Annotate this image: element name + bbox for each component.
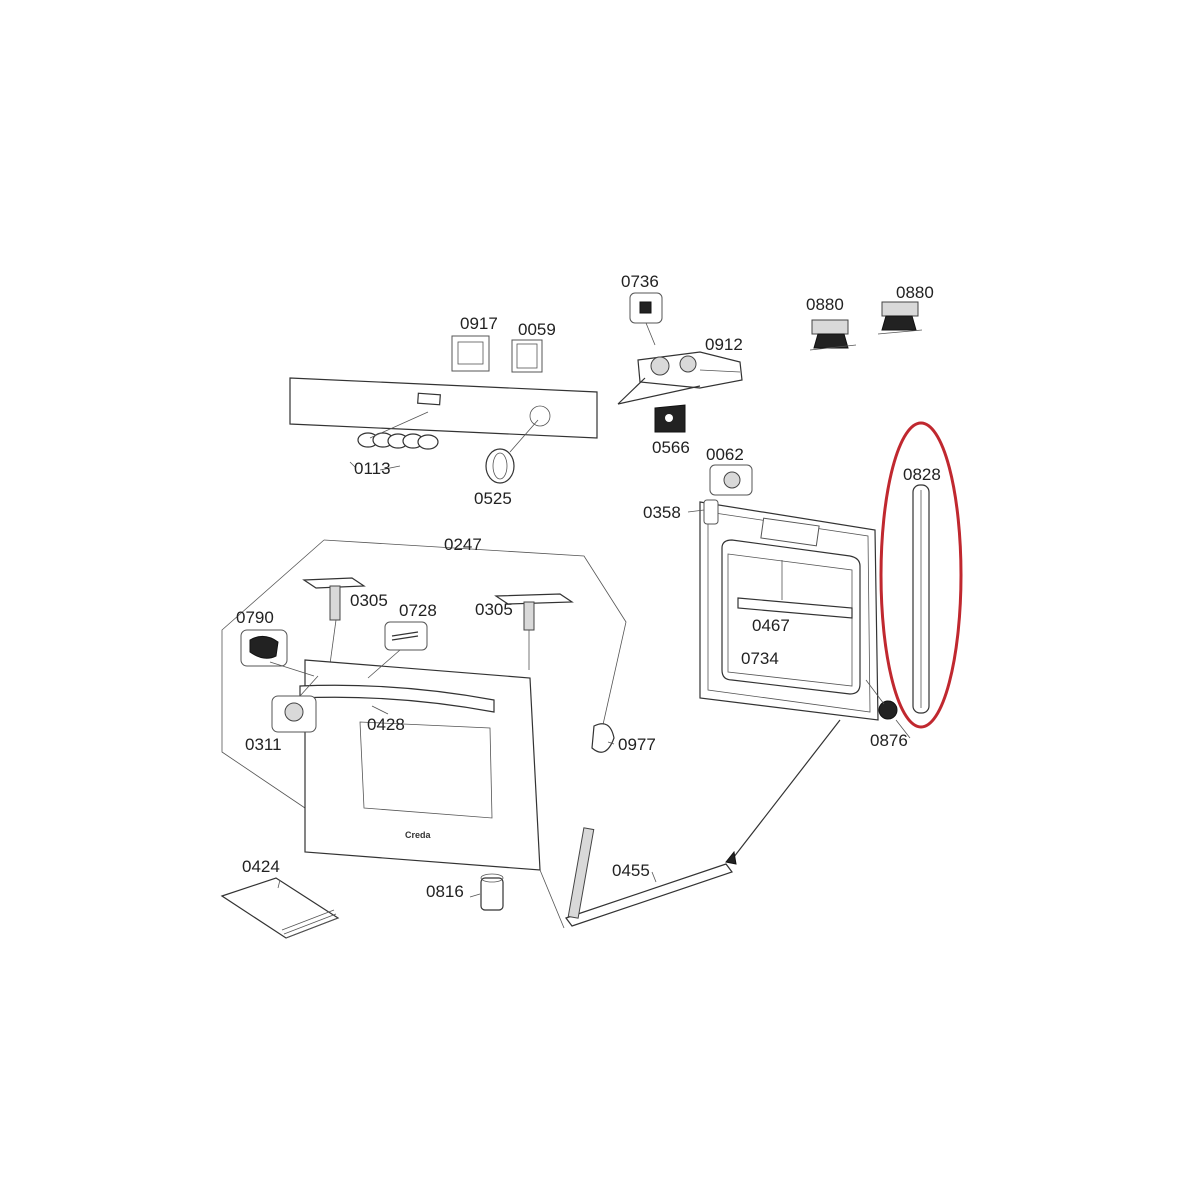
label-0428: 0428 <box>367 715 405 734</box>
part-labels: 0736 0880 0880 0917 0059 0912 0566 0113 … <box>236 272 941 901</box>
seal-corner-0977 <box>591 723 615 753</box>
bulb-0062 <box>709 464 753 496</box>
hinge-bracket-0305-right <box>494 593 574 670</box>
label-0828: 0828 <box>903 465 941 484</box>
foot-0816 <box>480 873 504 911</box>
label-0305-left: 0305 <box>350 591 388 610</box>
label-0062: 0062 <box>706 445 744 464</box>
timer-module-0917 <box>451 335 490 372</box>
label-0358: 0358 <box>643 503 681 522</box>
thermostat-0912 <box>617 351 743 405</box>
hinge-0455 <box>539 719 841 929</box>
knob-set-0113 <box>349 411 439 471</box>
label-0113: 0113 <box>354 459 391 478</box>
label-0305-right: 0305 <box>475 600 513 619</box>
knob-0525 <box>485 419 539 484</box>
label-0424: 0424 <box>242 857 280 876</box>
highlight-ring <box>879 421 963 729</box>
label-0311: 0311 <box>245 735 282 754</box>
clip-0790 <box>240 629 315 677</box>
hinge-bracket-0305-left <box>302 577 366 665</box>
door-handle-0428 <box>299 684 495 715</box>
label-0059: 0059 <box>518 320 556 339</box>
oven-handle-0467 <box>737 597 853 619</box>
label-0880-right: 0880 <box>896 283 934 302</box>
label-0880-left: 0880 <box>806 295 844 314</box>
label-0912: 0912 <box>705 335 743 354</box>
label-0790: 0790 <box>236 608 274 627</box>
hinge-pin-0876 <box>865 679 898 720</box>
label-0876: 0876 <box>870 731 908 750</box>
brand-logo: Creda <box>405 830 432 840</box>
clip-0311 <box>271 675 319 733</box>
label-0736: 0736 <box>621 272 659 291</box>
label-0566: 0566 <box>652 438 690 457</box>
label-0917: 0917 <box>460 314 498 333</box>
label-0455: 0455 <box>612 861 650 880</box>
label-0734: 0734 <box>741 649 779 668</box>
fan-cover-0566 <box>654 404 686 433</box>
switch-0736 <box>629 292 663 346</box>
leader-lines <box>469 509 911 898</box>
feet-0880-right <box>877 301 923 335</box>
label-0728: 0728 <box>399 601 437 620</box>
label-0247: 0247 <box>444 535 482 554</box>
door-assembly-outline <box>221 539 627 809</box>
label-0977: 0977 <box>618 735 656 754</box>
manual-0424 <box>220 877 340 939</box>
bracket-0059 <box>511 339 543 373</box>
screw-0728 <box>367 621 428 679</box>
door-seal-0828 <box>912 484 930 714</box>
feet-0880-left <box>809 319 857 351</box>
control-panel <box>289 377 598 439</box>
label-0467: 0467 <box>752 616 790 635</box>
label-0816: 0816 <box>426 882 464 901</box>
label-0525: 0525 <box>474 489 512 508</box>
